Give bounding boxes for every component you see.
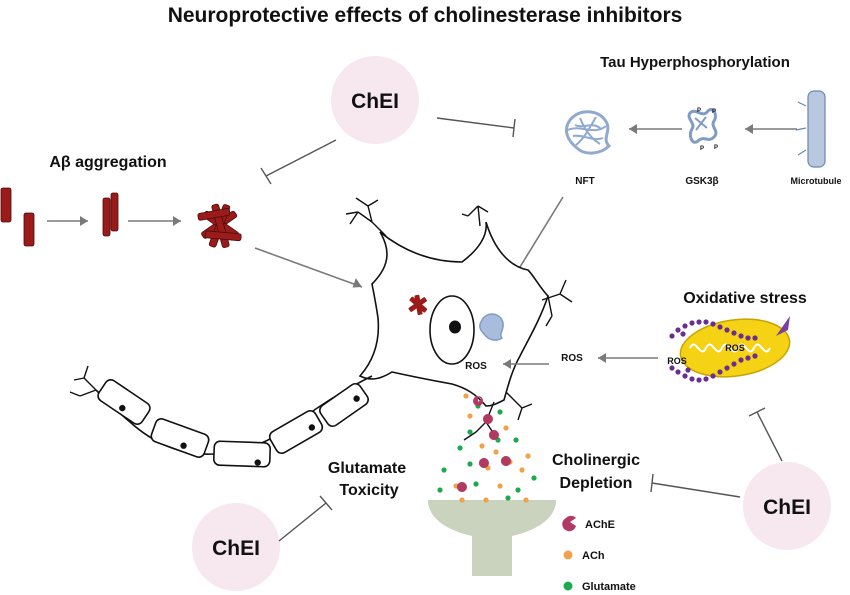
amyloid-oligomer <box>102 192 119 237</box>
legend-ach-label: ACh <box>582 550 605 562</box>
legend-glutamate-label: Glutamate <box>582 581 636 593</box>
inhibition-to-cholinergic <box>650 473 741 498</box>
chei-bottom-right: ChEI <box>743 462 831 550</box>
microtubule-label: Microtubule <box>791 176 842 186</box>
chei-top-label: ChEI <box>351 90 399 113</box>
ache-enzymes <box>456 396 511 492</box>
gsk3b-phospho-2: P <box>712 109 716 115</box>
nft-tangle-icon <box>565 110 612 155</box>
inhibition-to-glutamate <box>278 495 333 542</box>
inhibition-top-to-abeta <box>260 139 337 185</box>
arrow-microtubule-to-gsk <box>745 124 797 134</box>
neuron-tangle-deposit <box>479 313 504 341</box>
gsk3b-phospho-1: P <box>697 108 701 114</box>
gsk3b-phospho-3: P <box>700 146 704 152</box>
chei-top: ChEI <box>331 56 419 144</box>
nft-label: NFT <box>575 176 594 187</box>
inhibition-top-to-tau <box>436 117 516 138</box>
arrow-mito-to-ros <box>598 353 658 363</box>
ros-mito-label: ROS <box>725 343 745 353</box>
neuron-amyloid-deposit <box>408 294 428 316</box>
gsk3b-phospho-4: P <box>714 145 718 151</box>
legend-glutamate: Glutamate <box>563 581 636 593</box>
legend-ach: ACh <box>563 550 605 562</box>
amyloid-monomer-2 <box>23 212 35 247</box>
abeta-heading: Aβ aggregation <box>49 154 166 171</box>
arrow-ros-to-neuron <box>503 359 549 369</box>
tau-heading: Tau Hyperphosphorylation <box>600 54 790 71</box>
legend: AChE ACh Glutamate <box>562 515 636 593</box>
glutamate-toxicity-line1: Glutamate <box>328 460 406 477</box>
chei-bottom-left-label: ChEI <box>212 537 260 560</box>
axon <box>69 365 373 468</box>
cholinergic-depletion-line1: Cholinergic <box>552 452 640 469</box>
mitochondrion-icon <box>679 316 791 378</box>
microtubule-icon <box>795 90 826 168</box>
synaptic-funnel <box>428 500 556 576</box>
legend-ache-label: AChE <box>585 519 615 531</box>
amyloid-plaque <box>197 203 242 248</box>
inhibition-to-oxidative <box>748 407 783 462</box>
legend-ache: AChE <box>562 515 615 532</box>
gsk3b-tau-icon <box>687 108 718 144</box>
ros-left-label: ROS <box>667 356 687 366</box>
arrow-oligomer-to-plaque <box>128 216 181 226</box>
arrow-plaque-to-neuron <box>254 247 363 288</box>
amyloid-monomer-1 <box>0 187 12 223</box>
ros-in-neuron: ROS <box>465 361 487 372</box>
glutamate-toxicity-line2: Toxicity <box>339 482 398 499</box>
chei-bottom-left: ChEI <box>192 503 280 591</box>
oxidative-heading: Oxidative stress <box>683 290 807 307</box>
neuron <box>345 197 573 441</box>
cholinergic-depletion-line2: Depletion <box>560 475 633 492</box>
neurotransmitter-particles <box>437 393 537 503</box>
chei-bottom-right-label: ChEI <box>763 496 811 519</box>
ros-mid-label: ROS <box>561 353 583 364</box>
gsk3b-label: GSK3β <box>685 176 718 187</box>
diagram-title: Neuroprotective effects of cholinesteras… <box>168 4 683 27</box>
arrow-monomer-to-oligomer <box>47 216 88 226</box>
arrow-gsk-to-nft <box>629 124 682 134</box>
ros-dots-cluster <box>669 319 758 383</box>
